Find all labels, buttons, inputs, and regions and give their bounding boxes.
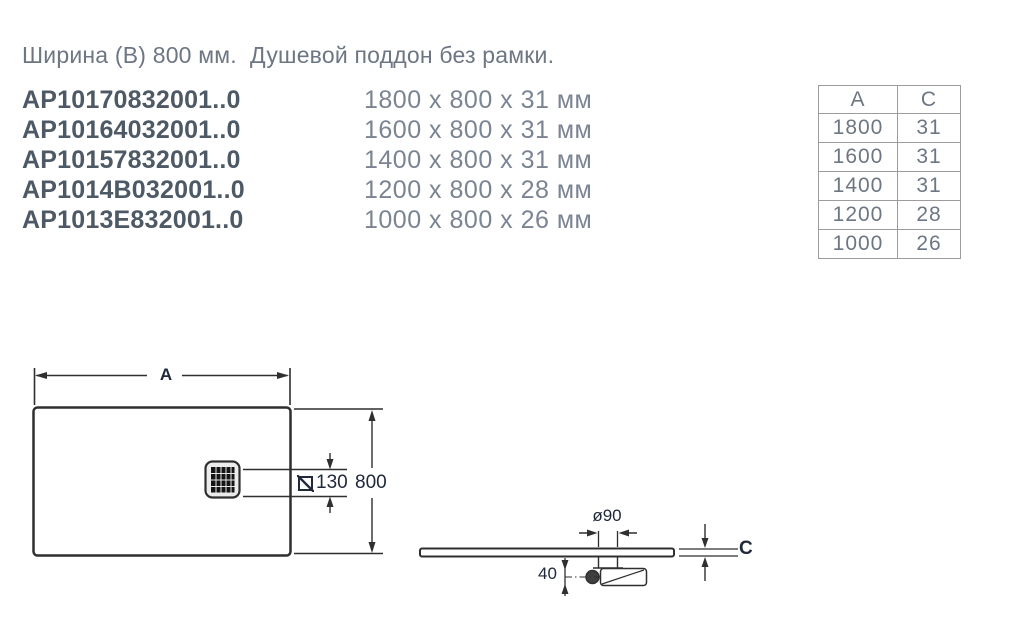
drain-size-value: 130 xyxy=(315,472,349,493)
table-row: 1000 26 xyxy=(818,229,961,259)
product-code: AP1014B032001..0 xyxy=(22,175,245,204)
product-row: AP1014B032001..0 1200 x 800 x 28 мм xyxy=(22,175,592,205)
cell-a: 1000 xyxy=(818,229,898,259)
label-depth-800: 800 xyxy=(354,472,388,493)
table-row: 1600 31 xyxy=(818,142,961,172)
cell-c: 31 xyxy=(897,171,961,201)
product-size: 1600 x 800 x 31 мм xyxy=(364,115,593,144)
top-view-drawing xyxy=(32,368,383,557)
cell-c: 28 xyxy=(897,200,961,230)
side-view-drawing xyxy=(419,524,745,596)
tray-outline xyxy=(32,406,292,557)
product-size: 1000 x 800 x 26 мм xyxy=(364,205,593,234)
cell-c: 31 xyxy=(897,142,961,172)
table-header-row: A C xyxy=(818,85,961,114)
label-width-a: A xyxy=(150,365,182,385)
product-list: AP10170832001..0 1800 x 800 x 31 мм AP10… xyxy=(22,85,592,235)
table-row: 1800 31 xyxy=(818,113,961,143)
product-size: 1800 x 800 x 31 мм xyxy=(364,85,593,114)
label-outlet-offset: 40 xyxy=(537,564,558,584)
product-row: AP1013E832001..0 1000 x 800 x 26 мм xyxy=(22,205,592,235)
product-code: AP10164032001..0 xyxy=(22,115,241,144)
product-size: 1400 x 800 x 31 мм xyxy=(364,145,593,174)
table-row: 1400 31 xyxy=(818,171,961,201)
product-row: AP10170832001..0 1800 x 800 x 31 мм xyxy=(22,85,592,115)
cell-c: 26 xyxy=(897,229,961,259)
product-row: AP10157832001..0 1400 x 800 x 31 мм xyxy=(22,145,592,175)
product-row: AP10164032001..0 1600 x 800 x 31 мм xyxy=(22,115,592,145)
cell-c: 31 xyxy=(897,113,961,143)
table-row: 1200 28 xyxy=(818,200,961,230)
table-header-c: C xyxy=(897,85,961,114)
tray-profile xyxy=(419,547,675,558)
product-code: AP10170832001..0 xyxy=(22,85,241,114)
label-drain-size: 130 xyxy=(297,472,349,493)
cell-a: 1200 xyxy=(818,200,898,230)
product-size: 1200 x 800 x 28 мм xyxy=(364,175,593,204)
label-thickness-c: C xyxy=(738,538,754,559)
table-header-a: A xyxy=(818,85,898,114)
dimension-table: A C 1800 31 1600 31 1400 31 1200 28 1000 xyxy=(818,85,961,259)
cell-a: 1800 xyxy=(818,113,898,143)
drain-grate xyxy=(204,460,241,499)
label-drain-diameter: ø90 xyxy=(588,506,626,526)
product-code: AP1013E832001..0 xyxy=(22,205,244,234)
page-title: Ширина (В) 800 мм. Душевой поддон без ра… xyxy=(22,42,555,68)
cell-a: 1400 xyxy=(818,171,898,201)
cell-a: 1600 xyxy=(818,142,898,172)
square-section-icon xyxy=(297,474,314,492)
product-code: AP10157832001..0 xyxy=(22,145,241,174)
